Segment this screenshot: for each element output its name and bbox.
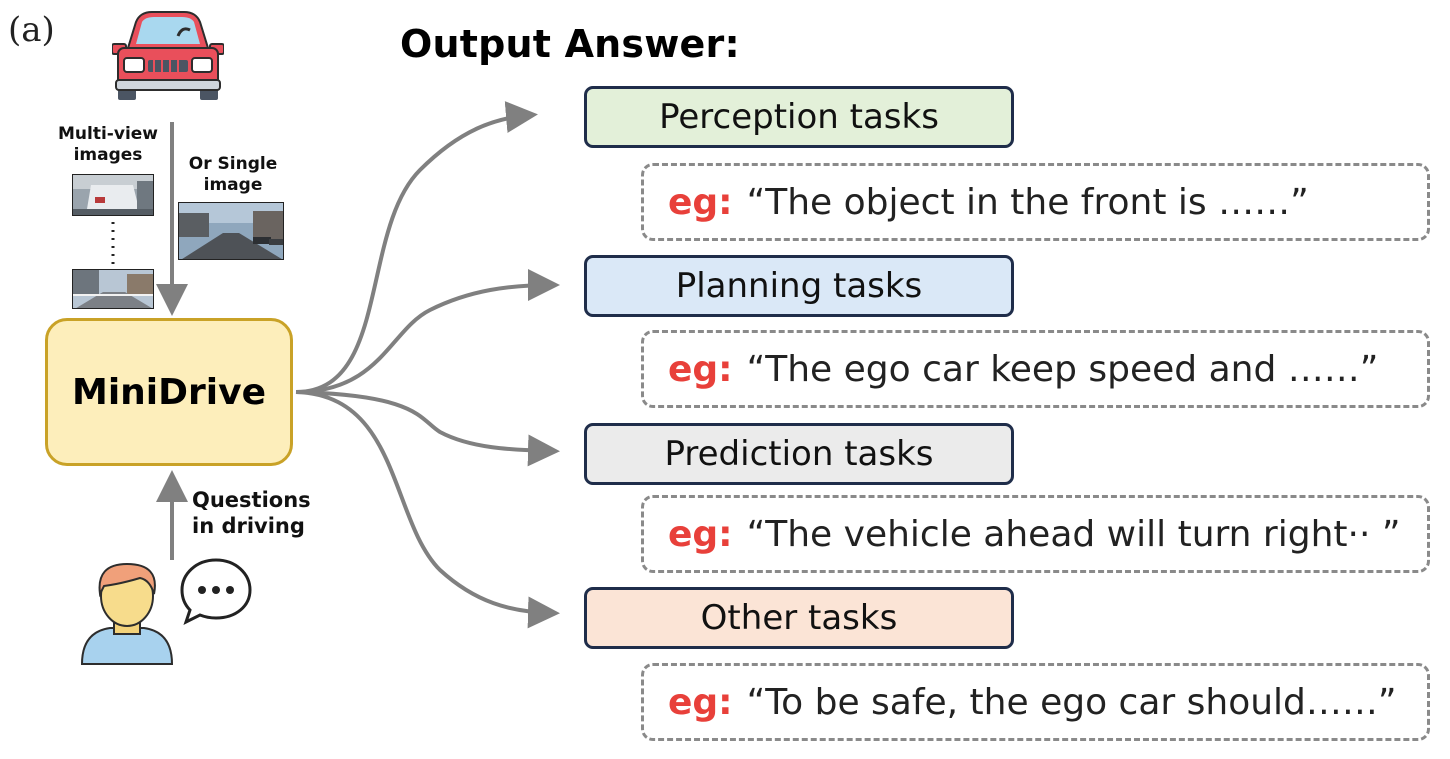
- multiview-image-1: [72, 174, 154, 216]
- single-image: [178, 202, 284, 260]
- task-label-perception: Perception tasks: [659, 97, 939, 137]
- task-box-perception: Perception tasks: [584, 86, 1014, 148]
- example-text-other: “To be safe, the ego car should……”: [746, 681, 1397, 723]
- example-text-perception: “The object in the front is ……”: [746, 181, 1309, 223]
- task-label-planning: Planning tasks: [675, 266, 923, 306]
- multiview-images-label: Multi-view images: [58, 124, 158, 165]
- example-text-prediction: “The vehicle ahead will turn right·· ”: [746, 513, 1401, 555]
- example-box-planning: eg: “The ego car keep speed and ……”: [641, 330, 1430, 408]
- output-arrow-prediction: [295, 390, 560, 467]
- speech-bubble-icon: [180, 558, 252, 625]
- task-box-planning: Planning tasks: [584, 255, 1014, 317]
- user-icon: [80, 562, 174, 665]
- car-icon: [112, 11, 224, 100]
- task-label-prediction: Prediction tasks: [664, 434, 934, 474]
- example-prefix: eg:: [668, 348, 733, 390]
- task-box-prediction: Prediction tasks: [584, 423, 1014, 485]
- example-prefix: eg:: [668, 181, 733, 223]
- example-box-perception: eg: “The object in the front is ……”: [641, 163, 1430, 241]
- multiview-image-2: [72, 269, 154, 309]
- example-text-planning: “The ego car keep speed and ……”: [746, 348, 1379, 390]
- questions-in-driving-label: Questions in driving: [192, 488, 311, 538]
- example-box-prediction: eg: “The vehicle ahead will turn right··…: [641, 495, 1430, 573]
- output-arrow-planning: [295, 269, 560, 394]
- output-answer-title: Output Answer:: [400, 22, 740, 66]
- example-prefix: eg:: [668, 681, 733, 723]
- example-prefix: eg:: [668, 513, 733, 555]
- output-arrow-perception: [295, 101, 538, 394]
- task-label-other: Other tasks: [700, 598, 898, 638]
- output-arrow-other: [295, 390, 560, 629]
- panel-label: (a): [8, 10, 55, 50]
- minidrive-model-box: MiniDrive: [45, 318, 293, 466]
- task-box-other: Other tasks: [584, 587, 1014, 649]
- single-image-label: Or Single image: [188, 154, 278, 195]
- minidrive-label: MiniDrive: [72, 371, 266, 413]
- example-box-other: eg: “To be safe, the ego car should……”: [641, 663, 1430, 741]
